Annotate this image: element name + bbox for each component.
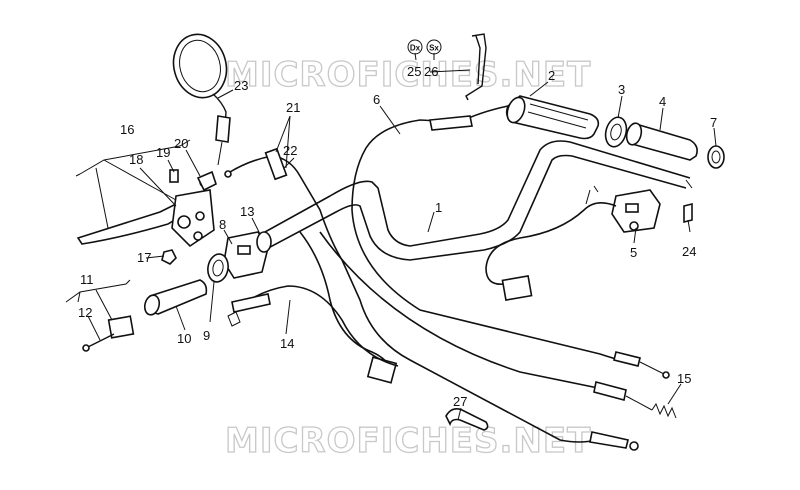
callout-18: 18 [129, 152, 143, 167]
handlebar [235, 140, 693, 263]
callout-2: 2 [548, 68, 555, 83]
callout-27: 27 [453, 394, 467, 409]
clutch-lever-assembly [76, 169, 217, 265]
callout-14: 14 [280, 336, 294, 351]
callout-7: 7 [710, 115, 717, 130]
callout-8: 8 [219, 217, 226, 232]
badge-left: Sx [429, 44, 439, 53]
badge-right: Dx [410, 44, 421, 53]
callout-21: 21 [286, 100, 300, 115]
cable-clamp [445, 408, 489, 431]
callout-23: 23 [234, 78, 248, 93]
callout-13: 13 [240, 204, 254, 219]
choke-cable [227, 285, 399, 367]
throttle-grip-assembly [505, 95, 725, 169]
watermark-top: MICROFICHES.NET [225, 55, 591, 95]
callout-16: 16 [120, 122, 134, 137]
watermark-bottom: MICROFICHES.NET [225, 421, 591, 461]
callout-12: 12 [78, 305, 92, 320]
leader-lines [65, 52, 717, 421]
callout-10: 10 [177, 331, 191, 346]
callout-15: 15 [677, 371, 691, 386]
callout-1: 1 [435, 200, 442, 215]
callout-17: 17 [137, 250, 151, 265]
right-switch-assembly [485, 185, 661, 302]
side-badges: Dx Sx [407, 39, 442, 55]
small-bracket [683, 202, 693, 224]
callout-labels: 1 2 3 4 5 6 7 8 9 10 11 12 13 14 15 16 1… [78, 64, 717, 409]
throttle-cable [351, 105, 670, 379]
callout-5: 5 [630, 245, 637, 260]
cable-hook [465, 33, 487, 101]
mirror [172, 33, 231, 166]
callout-3: 3 [618, 82, 625, 97]
clutch-cable [224, 147, 639, 451]
callout-19: 19 [156, 145, 170, 160]
callout-6: 6 [373, 92, 380, 107]
left-switch-assembly [82, 231, 272, 352]
callout-24: 24 [682, 244, 696, 259]
callout-4: 4 [659, 94, 666, 109]
callout-26: 26 [424, 64, 438, 79]
callout-9: 9 [203, 328, 210, 343]
callout-25: 25 [407, 64, 421, 79]
callout-11: 11 [80, 272, 94, 287]
throttle-return-cable [299, 231, 677, 419]
callout-20: 20 [174, 136, 188, 151]
callout-22: 22 [283, 143, 297, 158]
